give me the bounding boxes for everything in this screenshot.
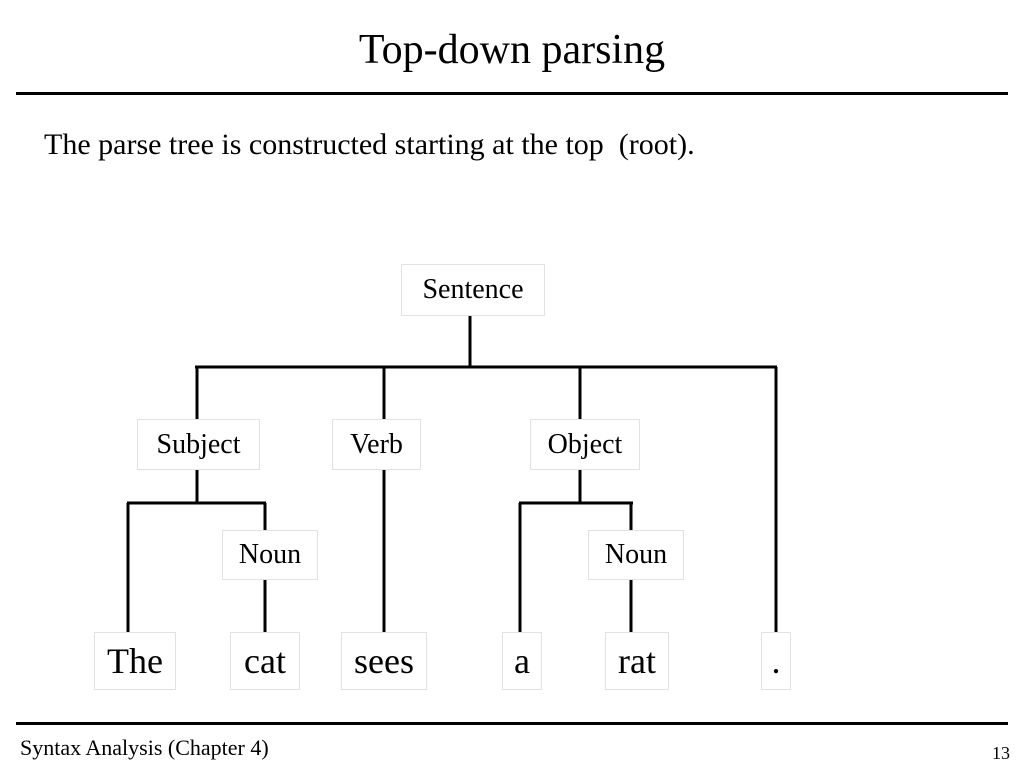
token-the: The [94,632,176,690]
token-period: . [761,632,791,690]
node-verb: Verb [332,419,421,470]
node-noun-subject: Noun [222,530,318,580]
token-cat: cat [230,632,300,690]
token-sees: sees [341,632,427,690]
footer-divider [16,722,1008,725]
footer-title: Syntax Analysis (Chapter 4) [20,735,269,760]
title-divider [16,92,1008,95]
node-sentence: Sentence [401,264,545,316]
intro-text: The parse tree is constructed starting a… [44,128,695,161]
token-a: a [502,632,542,690]
slide-title: Top-down parsing [358,27,666,73]
node-noun-object: Noun [588,530,684,580]
node-subject: Subject [137,419,260,470]
token-rat: rat [605,632,669,690]
page-number: 13 [992,743,1010,763]
node-object: Object [530,419,640,470]
